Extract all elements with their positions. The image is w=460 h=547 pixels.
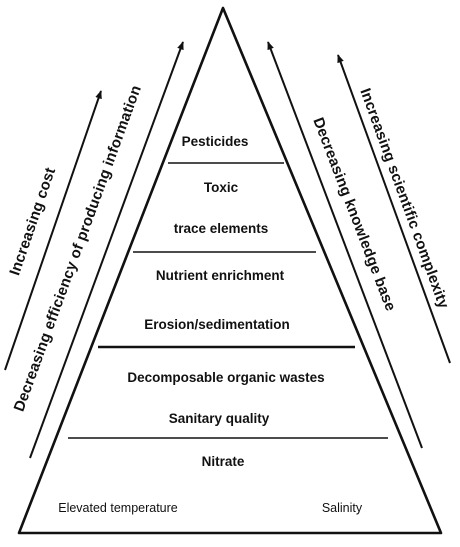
arrow-increasing-cost (4, 90, 102, 371)
tier-label-erosion-sedimentation: Erosion/sedimentation (144, 317, 290, 332)
tier-label-nutrient-enrichment: Nutrient enrichment (156, 268, 285, 283)
tier-label-toxic: Toxic (204, 180, 239, 195)
arrow-decreasing-knowledge (267, 41, 423, 449)
label-increasing-cost: Increasing cost (6, 165, 59, 277)
arrow-increasing-complexity (337, 54, 451, 364)
arrow-decreasing-efficiency (29, 41, 184, 459)
tier-label-nitrate: Nitrate (202, 454, 245, 469)
pyramid-outline (17, 6, 443, 535)
tier-label-trace-elements: trace elements (174, 221, 269, 236)
tier-label-decomposable-organic-wastes: Decomposable organic wastes (127, 370, 324, 385)
tier-label-sanitary-quality: Sanitary quality (169, 411, 270, 426)
tier-label-pesticides: Pesticides (182, 134, 249, 149)
tier-label-elevated-temperature: Elevated temperature (58, 501, 178, 515)
tier-label-salinity: Salinity (322, 501, 363, 515)
